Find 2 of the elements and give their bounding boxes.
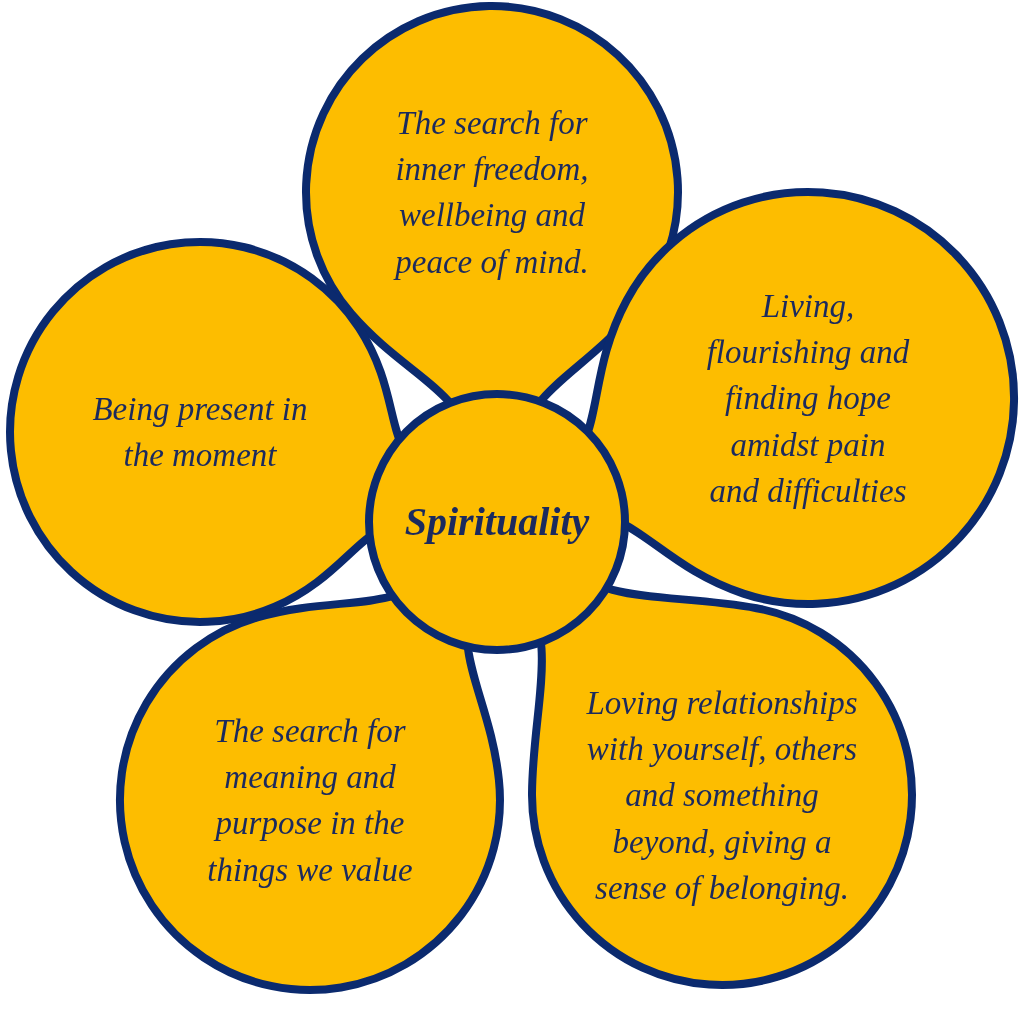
- centre-title: Spirituality: [377, 494, 617, 550]
- petal-text: Being present in the moment: [82, 385, 318, 479]
